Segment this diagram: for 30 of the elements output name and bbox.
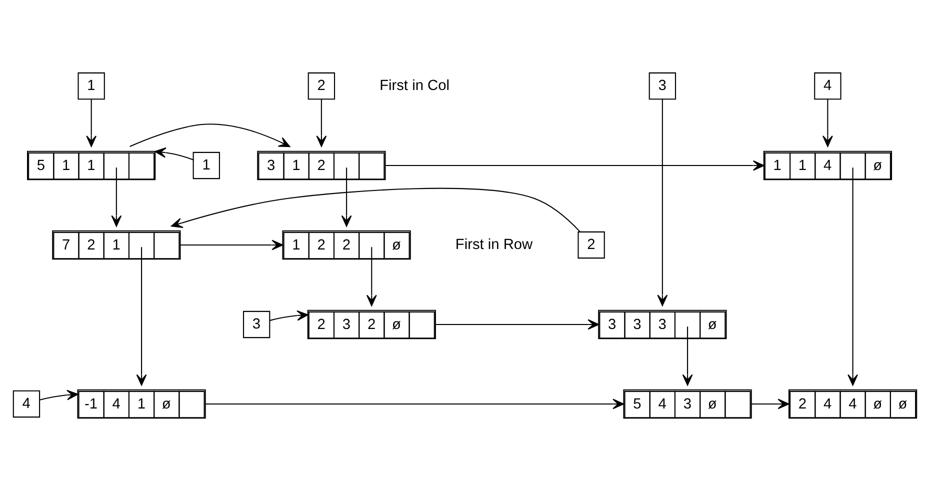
node-box: 4	[814, 72, 842, 100]
arrow	[154, 147, 194, 160]
arrow	[848, 168, 858, 386]
arrow	[180, 240, 284, 250]
arrow	[682, 326, 693, 386]
arrow	[111, 168, 122, 227]
arrow	[341, 168, 352, 227]
arrow	[822, 99, 833, 147]
arrow	[86, 99, 97, 147]
node-box: 2	[578, 231, 605, 259]
arrow	[130, 124, 290, 148]
arrow	[270, 310, 308, 321]
arrow	[366, 247, 377, 306]
arrow	[171, 188, 580, 232]
arrow	[316, 99, 327, 147]
node-box: 1	[192, 152, 220, 180]
arrow	[751, 398, 790, 410]
arrow	[436, 319, 600, 330]
label: First in Row	[455, 236, 533, 253]
node-box: 4	[12, 390, 40, 418]
node-box: 3	[243, 310, 270, 338]
node-box: 2	[308, 72, 336, 100]
arrow	[136, 247, 147, 386]
arrow	[657, 99, 668, 306]
label: First in Col	[380, 78, 450, 94]
arrow	[206, 398, 624, 410]
node-box: 3	[648, 72, 676, 100]
arrow	[40, 390, 78, 400]
node-box: 1	[78, 72, 105, 100]
arrow	[386, 160, 764, 171]
